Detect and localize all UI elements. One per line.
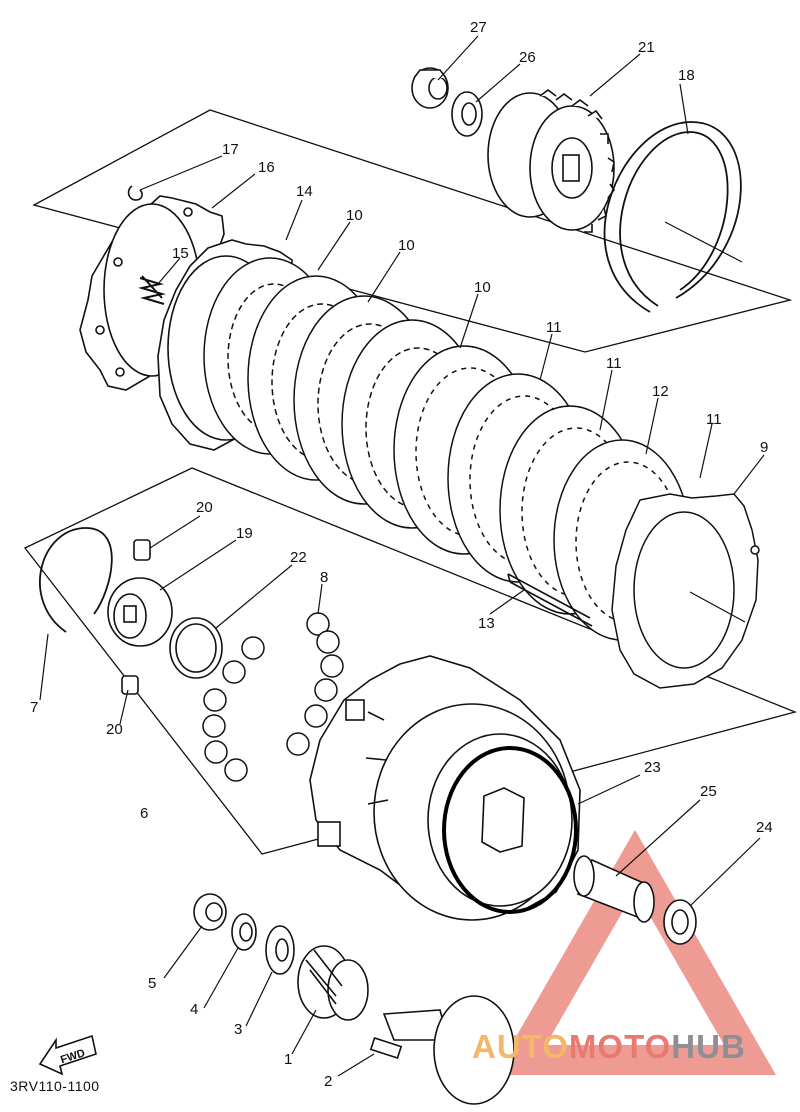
callout-3: 3 [234,1021,242,1038]
washer-24 [663,899,697,945]
leader-lines [39,35,765,1077]
washer-26 [451,91,483,137]
callout-4: 4 [190,1001,198,1018]
callout-23: 23 [644,759,661,776]
clutch-housing-group-frame [23,467,798,855]
main-shaft [382,995,515,1105]
callout-21: 22 [290,549,307,566]
nut-27 [411,67,449,109]
ring-23-highlight [442,746,578,914]
callout-9: 9 [760,439,768,456]
cam-19 [107,577,173,647]
callout-14: 14 [296,183,313,200]
plate-9 [611,493,760,689]
nut-5 [193,893,227,931]
balls-8 [202,612,344,782]
bearing-20b [121,675,139,695]
callout-22: 21 [638,39,655,56]
clutch-housing-6 [309,655,581,921]
callout-10b: 10 [398,237,415,254]
callout-6: 6 [140,805,148,822]
callout-24: 24 [756,819,773,836]
fwd-arrow-icon: FWD [38,1034,97,1076]
push-rod-13 [507,573,593,627]
watermark-logo [494,829,776,1075]
circlip-7 [39,527,113,633]
callout-15: 15 [172,245,189,262]
part-code: 3RV110-1100 [10,1078,100,1094]
callout-11b: 11 [606,355,622,372]
plate-9-leader [689,591,746,623]
washer-3 [265,925,295,975]
watermark-hub: HUB [671,1028,746,1065]
clutch-plates-group-frame [32,109,793,353]
callout-8: 8 [320,569,328,586]
callout-10c: 10 [474,279,491,296]
callout-12: 12 [652,383,669,400]
callout-25: 25 [700,783,717,800]
callout-11c: 11 [706,411,722,428]
bush-25 [573,855,655,923]
circlip-18 [603,121,742,313]
clutch-boss-22 [487,89,615,233]
callout-7: 7 [30,699,38,716]
callout-10a: 10 [346,207,363,224]
ring-21 [169,617,223,679]
callout-2: 2 [324,1073,332,1090]
callout-labels: 27 26 21 18 17 16 15 14 10 10 10 11 11 1… [30,19,773,1090]
callout-18: 18 [678,67,695,84]
callout-26: 26 [519,49,536,66]
callout-27: 27 [470,19,487,36]
watermark-moto: MOTO [568,1028,672,1065]
key-2 [369,1036,403,1060]
callout-13: 13 [478,615,495,632]
bearing-20a [133,539,151,561]
watermark-text: AUTOMOTOHUB [472,1028,746,1066]
clip-17 [127,185,143,201]
callout-16: 16 [258,159,275,176]
callout-19: 19 [236,525,253,542]
callout-20b: 20 [106,721,123,738]
callout-11a: 11 [546,319,562,336]
washer-4 [231,913,257,951]
callout-20a: 20 [196,499,213,516]
friction-plates-stack [203,257,760,689]
watermark-auto: AUTO [472,1028,569,1065]
spring-15 [138,275,166,305]
callout-1: 1 [284,1051,292,1068]
callout-17: 17 [222,141,239,158]
callout-5: 5 [148,975,156,992]
gear-1 [297,945,369,1021]
